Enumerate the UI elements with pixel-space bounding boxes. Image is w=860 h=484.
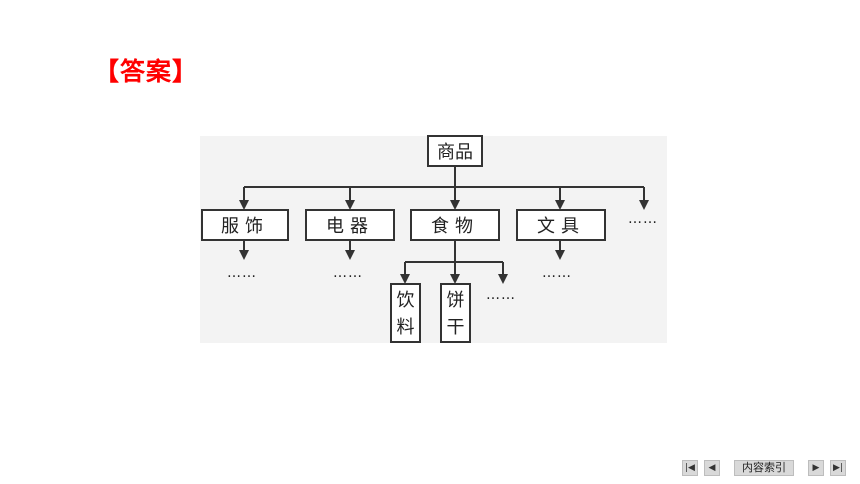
arrow-to-food-more <box>498 274 508 284</box>
root-node-label: 商品 <box>437 142 473 163</box>
node-drink-box <box>390 283 421 343</box>
arrow-to-stationery <box>555 200 565 210</box>
node-drink-label-bottom: 料 <box>397 317 415 338</box>
node-biscuit-box <box>440 283 471 343</box>
level1-more-dots: …… <box>628 211 658 227</box>
node-food-label: 食物 <box>431 216 479 237</box>
arrow-to-biscuit <box>450 274 460 284</box>
arrow-to-food <box>450 200 460 210</box>
skip-last-icon[interactable]: ▶| <box>830 460 846 476</box>
clothing-children-dots: …… <box>227 265 257 281</box>
answer-heading: 【答案】 <box>94 57 199 86</box>
arrow-to-clothing <box>239 200 249 210</box>
stationery-children-dots: …… <box>542 265 572 281</box>
next-icon[interactable]: ▶ <box>808 460 824 476</box>
arrow-to-appliance <box>345 200 355 210</box>
node-stationery-label: 文具 <box>537 216 585 237</box>
arrow-clothing-children <box>239 250 249 260</box>
content-index-button[interactable]: 内容索引 <box>734 460 794 476</box>
arrow-stationery-children <box>555 250 565 260</box>
node-drink-label-top: 饮 <box>397 290 415 311</box>
arrow-appliance-children <box>345 250 355 260</box>
appliance-children-dots: …… <box>333 265 363 281</box>
prev-icon[interactable]: ◀ <box>704 460 720 476</box>
node-appliance-box <box>305 209 395 241</box>
node-stationery-box <box>516 209 606 241</box>
node-biscuit-label-bottom: 干 <box>447 317 465 338</box>
slide-nav-bar: |◀ ◀ 内容索引 ▶ ▶| <box>682 459 846 477</box>
node-biscuit-label-top: 饼 <box>447 290 465 311</box>
arrow-to-drink <box>400 274 410 284</box>
skip-first-icon[interactable]: |◀ <box>682 460 698 476</box>
food-children-more-dots: …… <box>486 287 516 303</box>
arrow-to-more <box>639 200 649 210</box>
node-appliance-label: 电器 <box>326 216 374 237</box>
node-clothing-label: 服饰 <box>221 216 269 237</box>
